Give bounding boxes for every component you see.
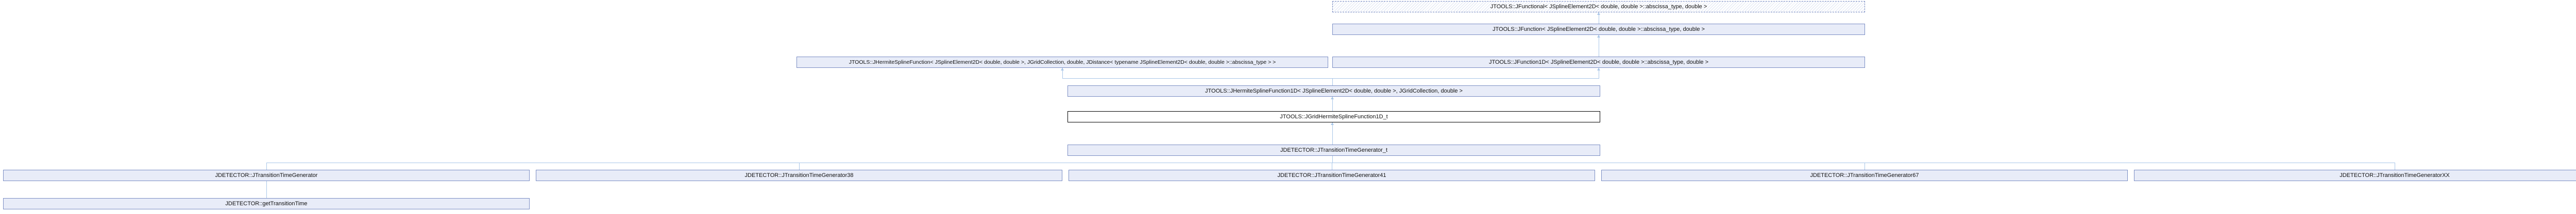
- node-jgridhermitesplinefunction1d-t[interactable]: JTOOLS::JGridHermiteSplineFunction1D_t: [1067, 111, 1600, 122]
- node-jfunction1d[interactable]: JTOOLS::JFunction1D< JSplineElement2D< d…: [1332, 57, 1865, 68]
- arrowhead-n5-n3: [1061, 68, 1064, 70]
- node-jhermitesplinefunction1d[interactable]: JTOOLS::JHermiteSplineFunction1D< JSplin…: [1067, 85, 1600, 97]
- arrowhead-n6-n5: [1331, 97, 1334, 99]
- edge-n7-n6: [1332, 122, 1333, 145]
- node-jhermitesplinefunction[interactable]: JTOOLS::JHermiteSplineFunction< JSplineE…: [796, 57, 1328, 68]
- edge-bus-row4: [1062, 78, 1599, 79]
- edge-n6-n5: [1332, 97, 1333, 112]
- edge-n13-n8: [266, 181, 267, 199]
- node-jfunction[interactable]: JTOOLS::JFunction< JSplineElement2D< dou…: [1332, 24, 1865, 35]
- arrowhead-n4-n2: [1597, 35, 1600, 38]
- arrowhead-n2-n1: [1597, 12, 1600, 15]
- edge-n7-bus: [1332, 156, 1333, 163]
- node-jtransitiontimegenerator[interactable]: JDETECTOR::JTransitionTimeGenerator: [3, 170, 530, 181]
- node-jtransitiontimegenerator67[interactable]: JDETECTOR::JTransitionTimeGenerator67: [1601, 170, 2128, 181]
- edge-n8-bus: [266, 163, 267, 170]
- node-jfunctional[interactable]: JTOOLS::JFunctional< JSplineElement2D< d…: [1332, 1, 1865, 12]
- edge-n3-down: [1062, 68, 1063, 79]
- node-jtransitiontimegenerator-t[interactable]: JDETECTOR::JTransitionTimeGenerator_t: [1067, 145, 1600, 156]
- edge-n5-up: [1332, 78, 1333, 86]
- node-jtransitiontimegenerator41[interactable]: JDETECTOR::JTransitionTimeGenerator41: [1069, 170, 1595, 181]
- node-jtransitiontimegeneratorxx[interactable]: JDETECTOR::JTransitionTimeGeneratorXX: [2134, 170, 2576, 181]
- arrowhead-n7-n6: [1331, 122, 1334, 125]
- arrowhead-n5-n4: [1597, 68, 1600, 70]
- node-gettransitiontime[interactable]: JDETECTOR::getTransitionTime: [3, 198, 530, 209]
- node-jtransitiontimegenerator38[interactable]: JDETECTOR::JTransitionTimeGenerator38: [536, 170, 1062, 181]
- edge-n9-bus: [799, 163, 800, 170]
